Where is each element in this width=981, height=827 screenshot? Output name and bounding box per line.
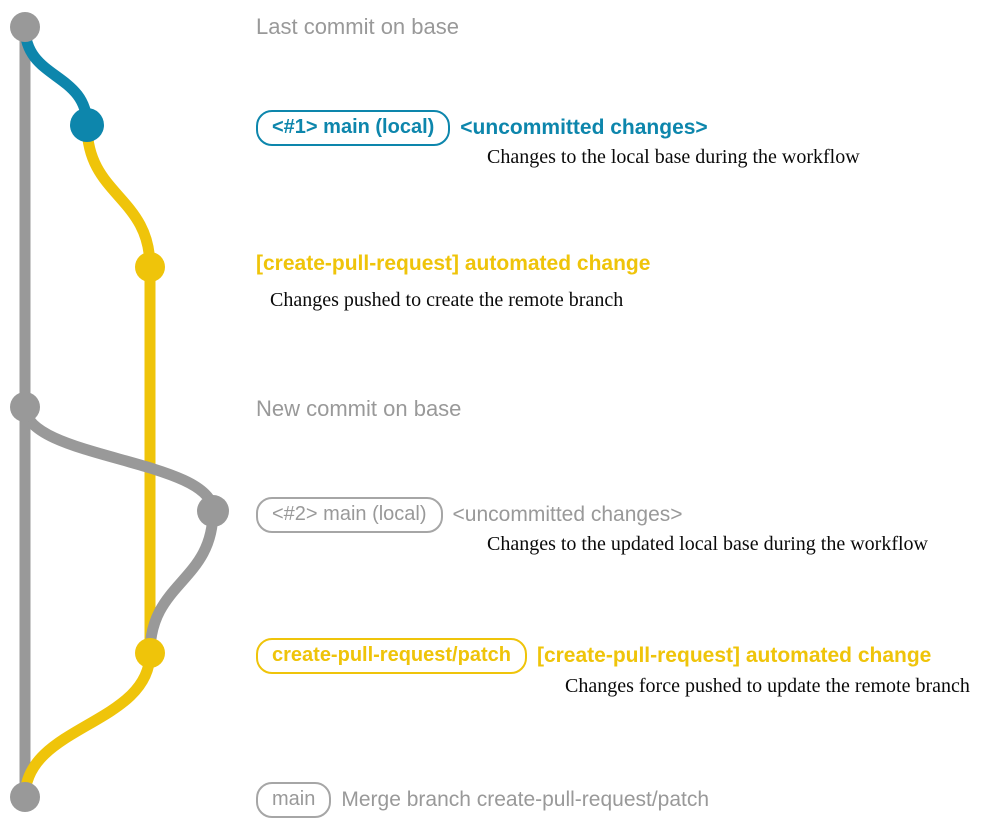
- commit-description-2: Changes pushed to create the remote bran…: [270, 289, 624, 311]
- branch-pill-create-pull-request-patch[interactable]: create-pull-request/patch: [256, 638, 527, 674]
- edge-patch-n2-n3: [81, 119, 156, 273]
- commit-subject-1: <uncommitted changes>: [460, 115, 708, 139]
- commit-subject-4: [create-pull-request] automated change: [536, 643, 932, 667]
- commit-node-patch-1[interactable]: [135, 252, 165, 282]
- commit-node-merge[interactable]: [10, 782, 40, 812]
- row-commit-1-remote: [create-pull-request] automated change: [256, 252, 650, 276]
- commit-description-4: Changes force pushed to update the remot…: [565, 675, 970, 697]
- label-last-commit-on-base: Last commit on base: [256, 14, 459, 39]
- edge-local-n1-n2: [19, 21, 93, 131]
- row-commit-2-local: <#2> main (local) <uncommitted changes>: [256, 497, 683, 533]
- commit-node-base-last[interactable]: [10, 12, 40, 42]
- commit-node-patch-2[interactable]: [135, 638, 165, 668]
- row-commit-1-local: <#1> main (local) <uncommitted changes>: [256, 110, 708, 146]
- label-new-commit-on-base: New commit on base: [256, 396, 462, 421]
- row-head-commit-2-local: <#2> main (local) <uncommitted changes>: [256, 497, 683, 533]
- branch-pill-main-local-1[interactable]: <#1> main (local): [256, 110, 451, 146]
- commit-subject-2: [create-pull-request] automated change: [256, 252, 651, 275]
- row-head-merge-commit: main Merge branch create-pull-request/pa…: [256, 782, 709, 818]
- row-head-commit-1-local: <#1> main (local) <uncommitted changes>: [256, 110, 708, 146]
- branch-pill-main-local-2[interactable]: <#2> main (local): [256, 497, 443, 533]
- edge-base-n4-n5: [19, 401, 219, 517]
- commit-node-base-new[interactable]: [10, 392, 40, 422]
- branch-pill-main[interactable]: main: [256, 782, 332, 818]
- commit-subject-3: <uncommitted changes>: [452, 502, 683, 526]
- row-head-commit-1-remote: [create-pull-request] automated change: [256, 252, 650, 276]
- commit-description-3: Changes to the updated local base during…: [487, 533, 928, 555]
- edge-merge-n6-n7: [19, 647, 156, 803]
- commit-node-local-1[interactable]: [70, 108, 104, 142]
- row-commit-2-remote: create-pull-request/patch [create-pull-r…: [256, 638, 931, 674]
- commit-description-1: Changes to the local base during the wor…: [487, 146, 860, 168]
- commit-node-local-2[interactable]: [197, 495, 229, 527]
- row-merge-commit: main Merge branch create-pull-request/pa…: [256, 782, 709, 818]
- edge-merge-n5-n6: [144, 505, 219, 659]
- commit-subject-5: Merge branch create-pull-request/patch: [341, 787, 710, 811]
- row-head-commit-2-remote: create-pull-request/patch [create-pull-r…: [256, 638, 931, 674]
